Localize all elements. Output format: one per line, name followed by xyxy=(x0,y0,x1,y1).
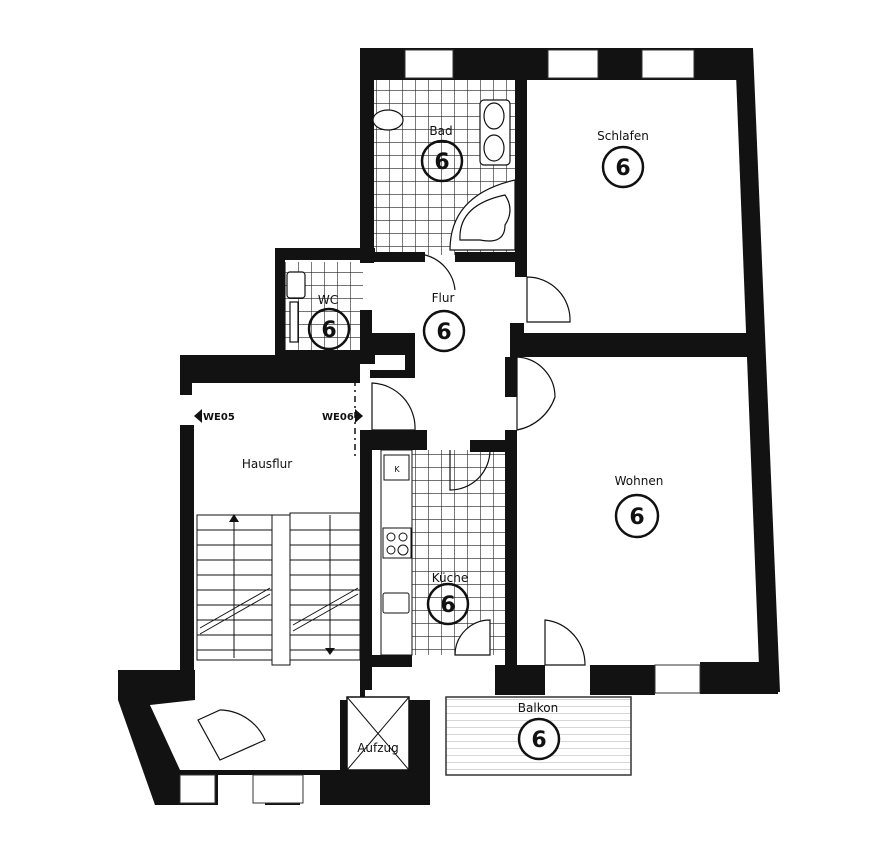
we06-marker: WE06 xyxy=(322,409,363,423)
svg-text:WE05: WE05 xyxy=(203,412,235,423)
bad-label: Bad xyxy=(429,124,452,138)
sink-icon xyxy=(483,102,505,130)
svg-text:WE06: WE06 xyxy=(322,412,354,423)
wohnen-label: Wohnen xyxy=(615,474,664,488)
doors xyxy=(197,254,586,761)
lower-hall-wall xyxy=(150,705,230,770)
arrow-right-icon xyxy=(355,409,363,423)
kueche-floor xyxy=(412,450,508,655)
wc-label: WC xyxy=(318,293,338,307)
bath-fixtures xyxy=(286,99,516,343)
flur-badge: 6 xyxy=(436,320,451,345)
stair-up-arrow xyxy=(229,514,239,522)
room-hausflur: Hausflur xyxy=(242,457,292,471)
aufzug-label: Aufzug xyxy=(357,741,399,755)
aufzug: Aufzug xyxy=(346,696,410,771)
flur-label: Flur xyxy=(432,291,455,305)
wohnen-badge: 6 xyxy=(629,505,644,530)
balkon-floor xyxy=(445,696,632,776)
room-wohnen: Wohnen 6 xyxy=(615,474,664,539)
kitchen-sink-icon xyxy=(382,592,410,614)
arrow-left-icon xyxy=(194,409,202,423)
room-wc: WC 6 xyxy=(307,293,351,351)
room-balkon: Balkon 6 xyxy=(517,701,561,761)
kueche-label: Küche xyxy=(432,571,468,585)
balkon-label: Balkon xyxy=(518,701,558,715)
we05-marker: WE05 xyxy=(194,409,235,423)
room-flur: Flur 6 xyxy=(422,291,466,353)
kitchen-counter: K xyxy=(380,449,413,656)
sink-icon-2 xyxy=(483,134,505,162)
schlafen-badge: 6 xyxy=(615,156,630,181)
room-schlafen: Schlafen 6 xyxy=(597,129,649,189)
bathtub-icon xyxy=(449,179,516,251)
balkon-badge: 6 xyxy=(531,728,546,753)
hausflur-label: Hausflur xyxy=(242,457,292,471)
fridge-icon xyxy=(383,454,410,481)
schlafen-label: Schlafen xyxy=(597,129,649,143)
room-kueche: Küche 6 xyxy=(426,571,470,626)
windows xyxy=(179,49,701,804)
kueche-badge: 6 xyxy=(440,593,455,618)
fridge-symbol: K xyxy=(394,465,400,474)
wc-sink-icon xyxy=(286,271,306,299)
room-bad: Bad 6 xyxy=(420,124,464,183)
toilet-icon xyxy=(372,109,404,131)
bad-badge: 6 xyxy=(434,150,449,175)
stairs xyxy=(196,512,361,666)
wc-badge: 6 xyxy=(321,318,336,343)
stair-down-arrow xyxy=(325,648,335,655)
